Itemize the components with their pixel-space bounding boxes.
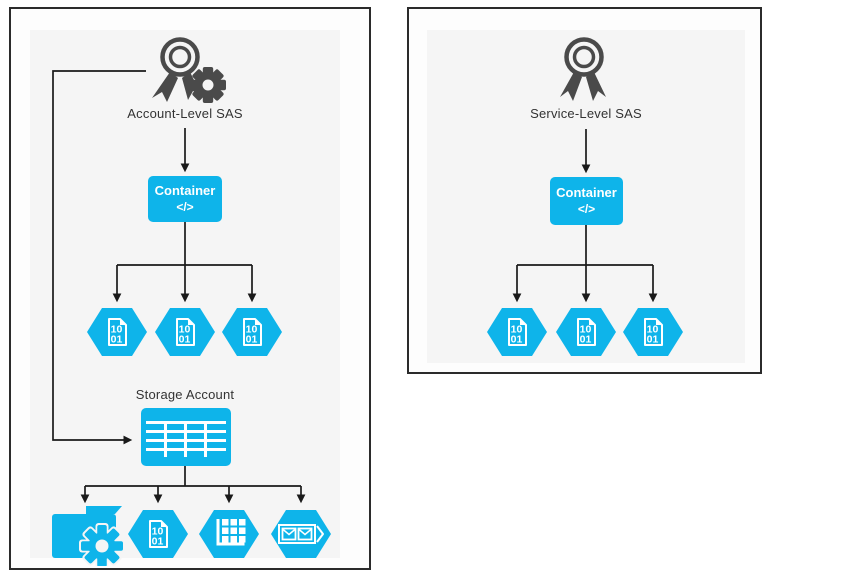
svg-text:10: 10 — [580, 324, 592, 336]
svg-text:01: 01 — [246, 334, 258, 346]
svg-text:01: 01 — [580, 334, 592, 346]
storage-account-table-icon — [141, 408, 231, 466]
blob-binary-text: 10 — [111, 324, 123, 336]
file-storage-icon — [52, 506, 125, 566]
svg-text:10: 10 — [152, 526, 164, 538]
svg-text:01: 01 — [647, 334, 659, 346]
certificate-icon — [560, 37, 606, 101]
service-sas-title: Service-Level SAS — [530, 106, 642, 121]
blob-icon: 10 01 — [222, 308, 282, 356]
svg-text:01: 01 — [179, 334, 191, 346]
container-node: Container </> — [550, 177, 623, 225]
blob-icon: 10 01 — [623, 308, 683, 356]
container-label: Container — [556, 184, 617, 200]
svg-text:10: 10 — [511, 324, 523, 336]
container-node: Container </> — [148, 176, 222, 222]
blob-icon: 10 01 — [155, 308, 215, 356]
svg-text:10: 10 — [246, 324, 258, 336]
container-code-label: </> — [577, 201, 596, 216]
blob-binary-text: 01 — [111, 334, 123, 346]
svg-text:10: 10 — [179, 324, 191, 336]
svg-text:10: 10 — [647, 324, 659, 336]
svg-text:01: 01 — [511, 334, 523, 346]
queue-storage-icon — [271, 510, 331, 558]
blob-icon: 10 01 — [556, 308, 616, 356]
blob-icon: 10 01 — [87, 308, 147, 356]
container-code-label: </> — [176, 199, 194, 214]
blob-icon: 10 01 — [487, 308, 547, 356]
svg-text:01: 01 — [152, 536, 164, 548]
table-storage-icon — [199, 510, 259, 558]
certificate-gear-icon — [152, 37, 226, 103]
blob-icon: 10 01 — [128, 510, 188, 558]
container-label: Container — [154, 182, 216, 198]
storage-account-label: Storage Account — [135, 387, 235, 402]
account-sas-title: Account-Level SAS — [127, 106, 243, 121]
